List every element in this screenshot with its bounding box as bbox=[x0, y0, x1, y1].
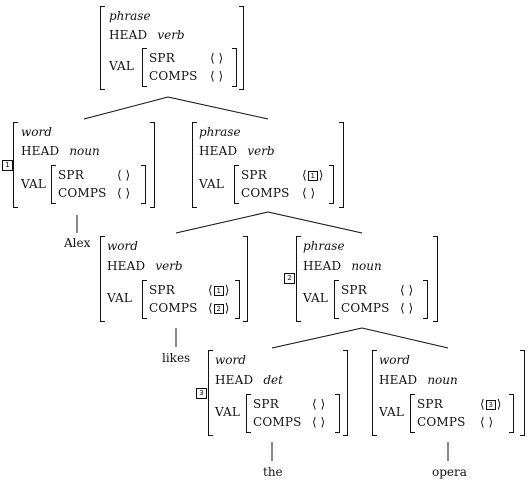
head-label: HEAD bbox=[109, 28, 148, 42]
leaf-alex: Alex bbox=[64, 236, 91, 250]
avm-vp: phrase HEAD verb VAL SPR COMPS ⟨1⟩ ⟨ ⟩ bbox=[192, 122, 344, 208]
type-label: word bbox=[215, 353, 246, 367]
val-label: VAL bbox=[199, 177, 225, 191]
val-matrix: SPR COMPS ⟨3⟩ ⟨ ⟩ bbox=[410, 394, 514, 433]
comps-tag: 2 bbox=[213, 303, 224, 314]
head-value: verb bbox=[155, 259, 183, 273]
val-label: VAL bbox=[303, 291, 329, 305]
leaf-likes: likes bbox=[162, 351, 191, 365]
spr-label: SPR bbox=[149, 51, 175, 65]
type-label: word bbox=[379, 353, 410, 367]
type-label: word bbox=[21, 125, 52, 139]
spr-label: SPR bbox=[253, 397, 279, 411]
head-label: HEAD bbox=[379, 373, 418, 387]
head-value: noun bbox=[69, 144, 100, 158]
comps-list: ⟨ ⟩ bbox=[312, 415, 326, 429]
avm-np: phrase HEAD noun VAL SPR COMPS ⟨ ⟩ ⟨ ⟩ bbox=[296, 236, 438, 322]
val-label: VAL bbox=[215, 405, 241, 419]
spr-tag: 1 bbox=[213, 285, 224, 296]
spr-label: SPR bbox=[341, 283, 367, 297]
spr-tag: 3 bbox=[485, 399, 496, 410]
head-label: HEAD bbox=[21, 144, 60, 158]
leaf-opera: opera bbox=[432, 465, 467, 479]
spr-tag: 1 bbox=[307, 170, 318, 181]
avm-opera: word HEAD noun VAL SPR COMPS ⟨3⟩ ⟨ ⟩ bbox=[372, 350, 525, 436]
comps-label: COMPS bbox=[58, 186, 107, 200]
comps-list: ⟨ ⟩ bbox=[117, 186, 131, 200]
spr-label: SPR bbox=[58, 168, 84, 182]
comps-list: ⟨ ⟩ bbox=[400, 301, 414, 315]
type-label: phrase bbox=[303, 239, 345, 253]
head-label: HEAD bbox=[303, 259, 342, 273]
avm-root: phrase HEAD verb VAL SPR COMPS ⟨ ⟩ ⟨ ⟩ bbox=[100, 6, 244, 90]
comps-list: ⟨ ⟩ bbox=[210, 69, 224, 83]
spr-list: ⟨ ⟩ bbox=[312, 397, 326, 411]
edge-root-vp bbox=[167, 96, 269, 120]
comps-label: COMPS bbox=[241, 186, 290, 200]
head-label: HEAD bbox=[199, 144, 238, 158]
val-matrix: SPR COMPS ⟨ ⟩ ⟨ ⟩ bbox=[142, 48, 237, 87]
avm-the: word HEAD det VAL SPR COMPS ⟨ ⟩ ⟨ ⟩ bbox=[208, 350, 348, 436]
comps-label: COMPS bbox=[417, 415, 466, 429]
edge-np-opera bbox=[361, 327, 449, 349]
alex-tag-box: 1 bbox=[2, 160, 13, 171]
avm-alex: word HEAD noun VAL SPR COMPS ⟨ ⟩ ⟨ ⟩ bbox=[13, 122, 155, 208]
head-value: verb bbox=[247, 144, 275, 158]
edge-np-the bbox=[271, 327, 363, 349]
edge-root-alex bbox=[83, 96, 169, 120]
val-matrix: SPR COMPS ⟨ ⟩ ⟨ ⟩ bbox=[246, 394, 340, 433]
avm-likes: word HEAD verb VAL SPR COMPS ⟨1⟩ ⟨2⟩ bbox=[100, 236, 248, 322]
spr-list: ⟨ ⟩ bbox=[210, 51, 224, 65]
comps-list: ⟨ ⟩ bbox=[480, 415, 494, 429]
val-label: VAL bbox=[379, 405, 405, 419]
spr-list: ⟨ ⟩ bbox=[117, 168, 131, 182]
val-matrix: SPR COMPS ⟨ ⟩ ⟨ ⟩ bbox=[51, 165, 146, 204]
val-label: VAL bbox=[21, 177, 47, 191]
head-label: HEAD bbox=[107, 259, 146, 273]
val-matrix: SPR COMPS ⟨1⟩ ⟨2⟩ bbox=[142, 280, 240, 319]
edge-vp-np bbox=[267, 211, 363, 234]
type-label: word bbox=[107, 239, 138, 253]
np-tag-box: 2 bbox=[284, 273, 295, 284]
type-label: phrase bbox=[199, 125, 241, 139]
spr-label: SPR bbox=[149, 283, 175, 297]
the-tag-box: 3 bbox=[196, 388, 207, 399]
spr-list: ⟨ ⟩ bbox=[400, 283, 414, 297]
head-value: noun bbox=[427, 373, 458, 387]
edge-vp-likes bbox=[175, 211, 269, 234]
comps-label: COMPS bbox=[149, 69, 198, 83]
type-label: phrase bbox=[109, 9, 151, 23]
head-value: verb bbox=[157, 28, 185, 42]
comps-label: COMPS bbox=[149, 301, 198, 315]
leaf-the: the bbox=[263, 465, 283, 479]
head-value: det bbox=[263, 373, 283, 387]
val-label: VAL bbox=[107, 291, 133, 305]
val-label: VAL bbox=[109, 59, 135, 73]
spr-label: SPR bbox=[241, 168, 267, 182]
comps-label: COMPS bbox=[253, 415, 302, 429]
val-matrix: SPR COMPS ⟨1⟩ ⟨ ⟩ bbox=[234, 165, 334, 204]
val-matrix: SPR COMPS ⟨ ⟩ ⟨ ⟩ bbox=[334, 280, 428, 319]
spr-label: SPR bbox=[417, 397, 443, 411]
head-value: noun bbox=[351, 259, 382, 273]
comps-label: COMPS bbox=[341, 301, 390, 315]
head-label: HEAD bbox=[215, 373, 254, 387]
comps-list: ⟨ ⟩ bbox=[302, 186, 316, 200]
